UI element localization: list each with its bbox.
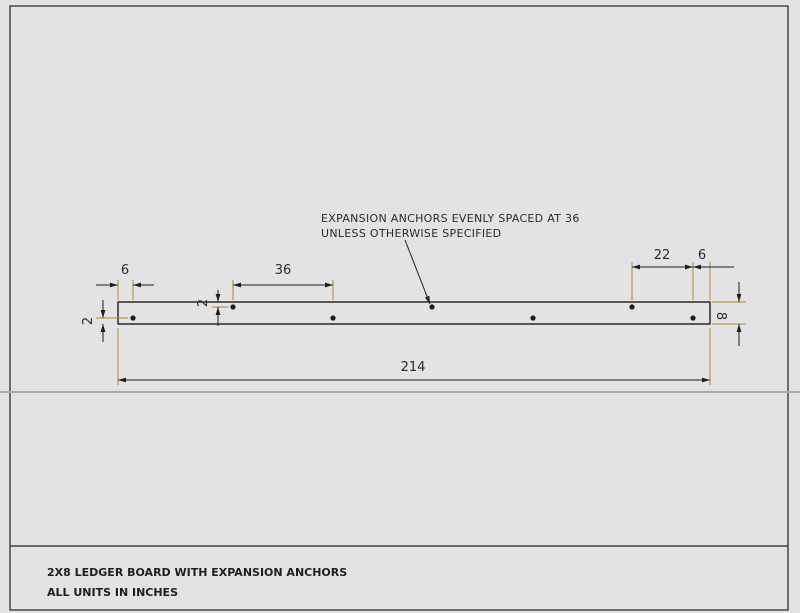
sheet-border: [9, 5, 789, 611]
anchor-note-line-1: EXPANSION ANCHORS EVENLY SPACED AT 36: [321, 212, 580, 225]
ledger-board: [117, 301, 711, 325]
dim-end-offset-right: 6: [698, 248, 706, 263]
anchor-note-line-2: UNLESS OTHERWISE SPECIFIED: [321, 227, 501, 240]
dim-spacing-right: 22: [654, 248, 671, 263]
title-block: 2X8 LEDGER BOARD WITH EXPANSION ANCHORS …: [10, 548, 788, 610]
drawing-title: 2X8 LEDGER BOARD WITH EXPANSION ANCHORS: [47, 566, 348, 579]
anchor-hole: [429, 304, 435, 310]
anchor-hole: [690, 315, 696, 321]
dim-overall-length: 214: [401, 360, 426, 375]
anchor-hole: [130, 315, 136, 321]
anchor-hole: [629, 304, 635, 310]
anchor-hole: [330, 315, 336, 321]
units-note: ALL UNITS IN INCHES: [47, 586, 178, 599]
dim-anchor-offset-top: 2: [196, 299, 211, 307]
anchor-hole: [230, 304, 236, 310]
dimension-lines: [96, 239, 742, 383]
dim-anchor-offset-bottom: 2: [81, 317, 96, 325]
dim-board-height: 8: [713, 312, 728, 320]
anchor-holes: [130, 304, 696, 321]
anchor-hole: [530, 315, 536, 321]
dim-end-offset-left: 6: [121, 263, 129, 278]
dim-anchor-spacing: 36: [275, 263, 292, 278]
